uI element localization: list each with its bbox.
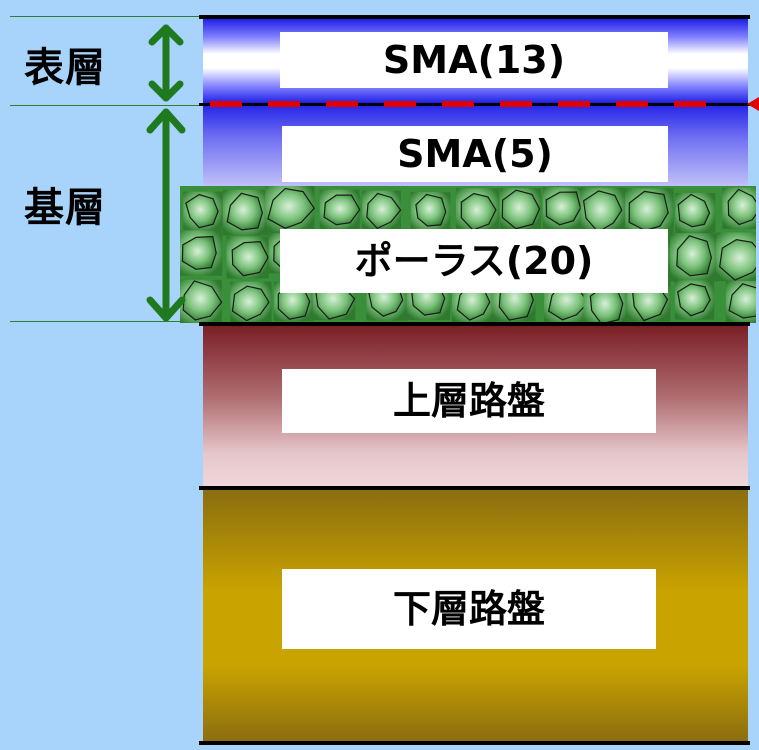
- aggregate-stone-outline: [582, 190, 623, 233]
- lower-subbase-label: 下層路盤: [282, 569, 656, 649]
- aggregate-stone-outline: [181, 235, 217, 270]
- porous-bottom-line: [199, 322, 750, 326]
- top-boundary-line: [199, 15, 750, 19]
- guide-line-bottom: [10, 321, 200, 322]
- aggregate-stone-outline: [323, 194, 361, 226]
- layer-arrows: [146, 24, 186, 322]
- aggregate-stone-outline: [231, 285, 270, 322]
- surface-double-arrow-icon: [148, 24, 184, 102]
- aggregate-stone-outline: [719, 238, 756, 281]
- aggregate-stone-outline: [728, 283, 756, 319]
- aggregate-stone-outline: [226, 192, 264, 231]
- aggregate-stone-outline: [185, 193, 219, 229]
- sma5-label: SMA(5): [282, 126, 668, 182]
- aggregate-stone-outline: [545, 191, 582, 226]
- aggregate-stone-outline: [415, 193, 447, 227]
- guide-line-surface-base: [10, 105, 200, 106]
- upper-subbase-label: 上層路盤: [282, 369, 656, 433]
- subbase-boundary-line: [199, 486, 750, 490]
- porous-label: ポーラス(20): [280, 229, 668, 293]
- guide-line-top: [10, 16, 200, 17]
- aggregate-stone-outline: [267, 187, 315, 229]
- interface-dashed-line: [210, 101, 710, 107]
- aggregate-stone-outline: [628, 190, 669, 232]
- aggregate-stone-outline: [727, 188, 756, 226]
- aggregate-stone-outline: [676, 235, 713, 277]
- sma13-label: SMA(13): [280, 32, 668, 88]
- bottom-boundary-line: [199, 741, 750, 745]
- aggregate-stone-outline: [366, 192, 402, 230]
- base-layer-label: 基層: [24, 185, 106, 231]
- aggregate-stone-outline: [460, 192, 497, 231]
- aggregate-stone-outline: [677, 193, 711, 228]
- aggregate-stone-outline: [677, 283, 711, 317]
- interface-pointer-icon: [747, 97, 759, 111]
- aggregate-stone-outline: [501, 189, 541, 230]
- aggregate-stone-outline: [231, 240, 269, 277]
- surface-layer-label: 表層: [24, 45, 106, 91]
- base-double-arrow-icon: [146, 108, 186, 322]
